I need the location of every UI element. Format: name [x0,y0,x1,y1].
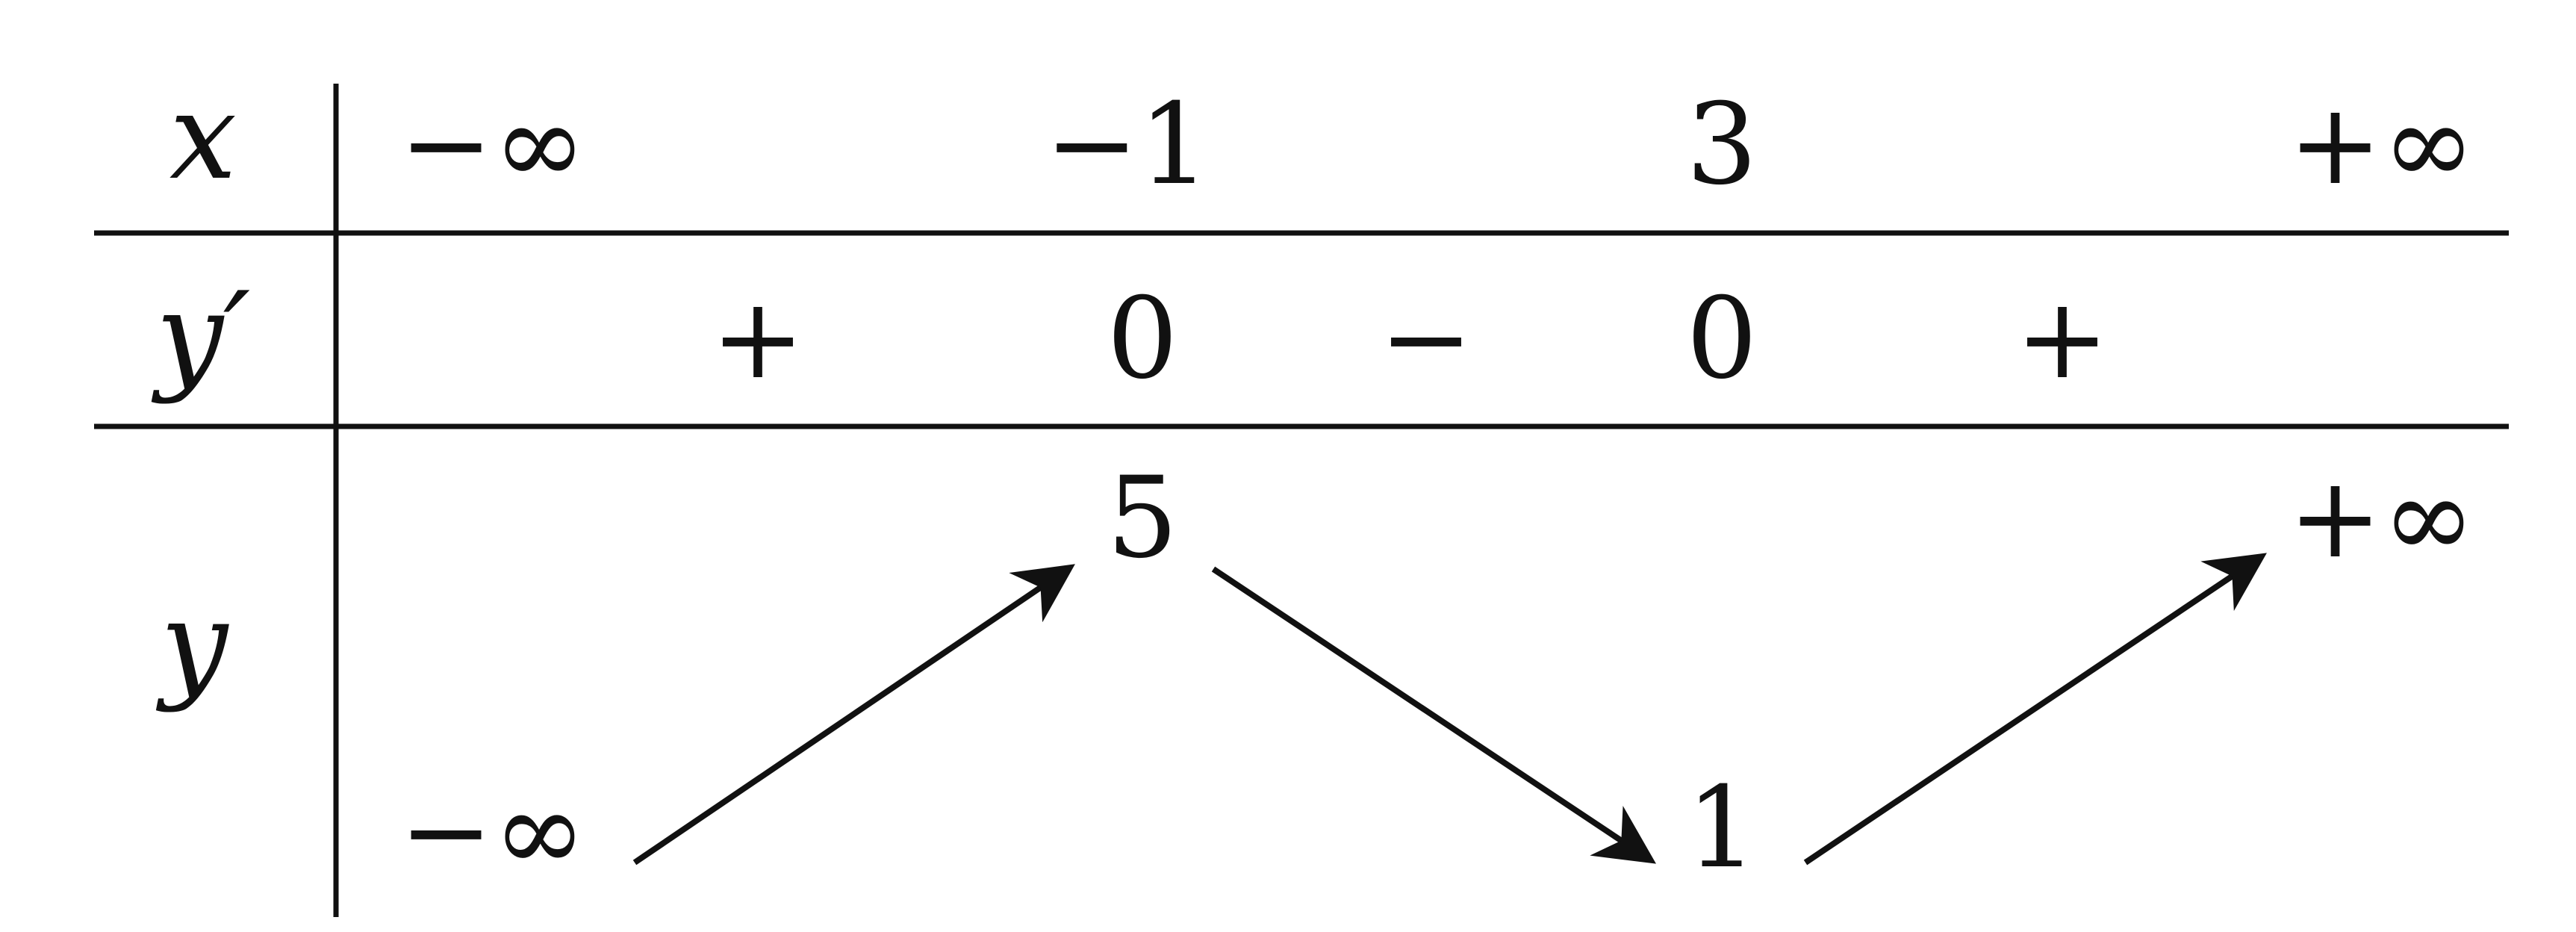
y-value-end: +∞ [2289,453,2476,583]
derivative-sign-plus-2: + [2015,274,2109,404]
derivative-sign-minus: − [1379,274,1473,404]
x-value-three: 3 [1686,80,1757,210]
y-value-local-min: 1 [1686,763,1757,893]
row-label-x: x [169,66,237,206]
x-value-pos-inf: +∞ [2289,80,2476,210]
y-value-local-max: 5 [1107,453,1177,583]
derivative-zero-2: 0 [1686,274,1757,404]
row-label-y: y [156,574,230,714]
row-label-y-prime: y′ [152,266,251,406]
arrow-increasing-1 [632,564,1075,866]
x-value-neg-one: −1 [1045,80,1210,210]
derivative-sign-plus-1: + [711,274,805,404]
arrow-decreasing [1211,566,1656,864]
x-value-neg-inf: −∞ [399,80,587,210]
y-value-start: −∞ [399,767,587,897]
derivative-zero-1: 0 [1107,274,1177,404]
arrow-increasing-2 [1803,553,2267,866]
